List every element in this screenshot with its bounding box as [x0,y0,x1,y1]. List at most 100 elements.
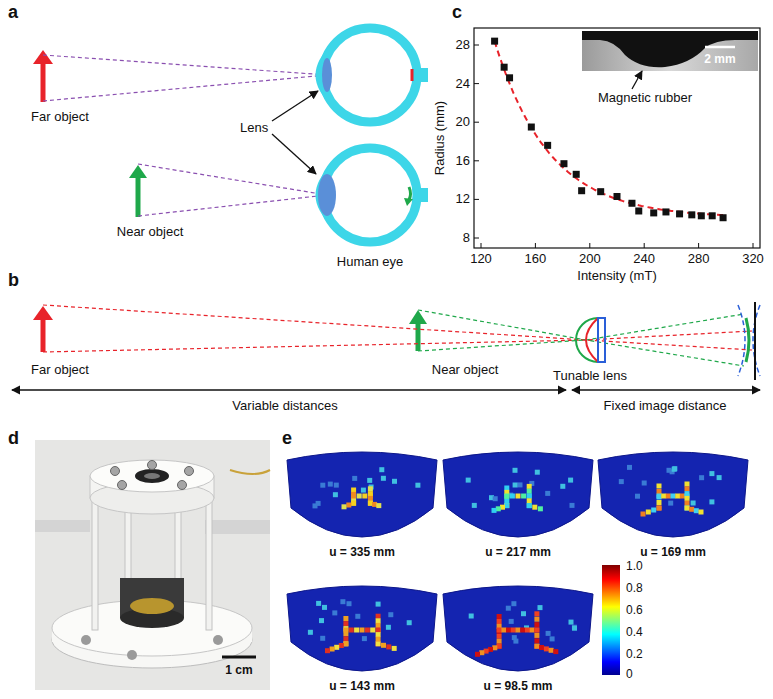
signal-pixel [504,503,509,508]
panel-c-art [474,28,760,248]
noise-pixel [635,494,640,499]
screw [111,467,120,476]
signal-pixel [376,503,381,508]
map-surface [287,586,437,671]
noise-pixel [627,465,632,470]
signal-pixel [376,623,381,628]
focal-surface [738,305,745,376]
intensity-map [443,452,593,537]
noise-pixel [381,476,386,481]
eye-outline [323,148,417,242]
signal-pixel [504,494,509,499]
signal-pixel [496,506,501,511]
far-object-arrow [41,62,46,102]
signal-pixel [368,486,373,491]
signal-pixel [657,506,662,511]
tick-label: 280 [688,252,710,267]
signal-pixel [365,628,370,633]
noise-pixel [550,636,555,641]
signal-pixel [532,505,537,510]
data-point [720,214,727,221]
noise-pixel [392,479,397,484]
retina-image [404,198,413,206]
data-point [676,210,683,217]
signal-pixel [492,508,497,513]
cornea [318,46,334,104]
object-label: Far object [31,363,89,378]
intensity-map [287,586,437,671]
data-point [501,64,508,71]
signal-pixel [538,506,543,511]
signal-pixel [694,508,699,513]
data-point [614,193,621,200]
signal-pixel [343,621,348,626]
leader-line [272,91,318,121]
screw [127,650,137,660]
signal-pixel [497,644,502,649]
signal-pixel [334,645,339,650]
signal-pixel [475,652,480,657]
axis-tick [474,199,479,200]
tunable-lens [598,318,605,362]
tick-label: 320 [742,252,764,267]
object-label: Near object [117,225,183,240]
leg [92,495,98,630]
noise-pixel [355,614,360,619]
noise-pixel [511,601,516,606]
dimension-arrow [12,389,566,390]
leader-line [632,71,642,89]
tick-label: 12 [456,192,470,207]
noise-pixel [513,468,518,473]
signal-pixel [484,649,489,654]
signal-pixel [534,628,539,633]
signal-pixel [657,489,662,494]
signal-pixel [516,628,521,633]
tick-label: 120 [470,252,492,267]
signal-pixel [527,498,532,503]
axis-tick [481,243,482,248]
signal-pixel [530,628,535,633]
signal-pixel [339,643,344,648]
axis-tick [589,243,590,248]
image-plane [754,302,756,380]
signal-pixel [504,486,509,491]
signal-pixel [351,501,356,506]
signal-pixel [685,496,690,501]
signal-pixel [346,503,351,508]
signal-pixel [376,614,381,619]
light-ray [43,331,752,352]
screw [213,635,223,645]
dimension-label: Fixed image distance [604,399,727,414]
colorbar-label: 1.0 [626,560,643,574]
noise-pixel [361,488,366,493]
noise-pixel [506,606,511,611]
axis-tick [474,160,479,161]
signal-pixel [549,648,554,653]
signal-pixel [360,628,365,633]
data-point [688,211,695,218]
signal-pixel [497,634,502,639]
noise-pixel [308,630,313,635]
part-label: Lens [240,121,268,136]
noise-pixel [509,619,514,624]
noise-pixel [328,482,333,487]
colorbar-label: 0.8 [626,582,643,596]
inset-photo [582,31,758,71]
signal-pixel [680,494,685,499]
tick-label: 28 [456,38,470,53]
dimension-label: Variable distances [232,399,337,414]
data-point [560,160,567,167]
noise-pixel [717,475,722,480]
far-object-arrow [33,306,53,320]
noise-pixel [333,492,338,497]
signal-pixel [510,494,515,499]
noise-pixel [619,479,624,484]
noise-pixel [493,496,498,501]
signal-pixel [657,494,662,499]
panel-letter: e [282,428,292,449]
noise-pixel [322,605,327,610]
axis-title: Radius (mm) [433,101,448,175]
scale-label: 1 cm [225,664,252,678]
signal-pixel [641,512,646,517]
